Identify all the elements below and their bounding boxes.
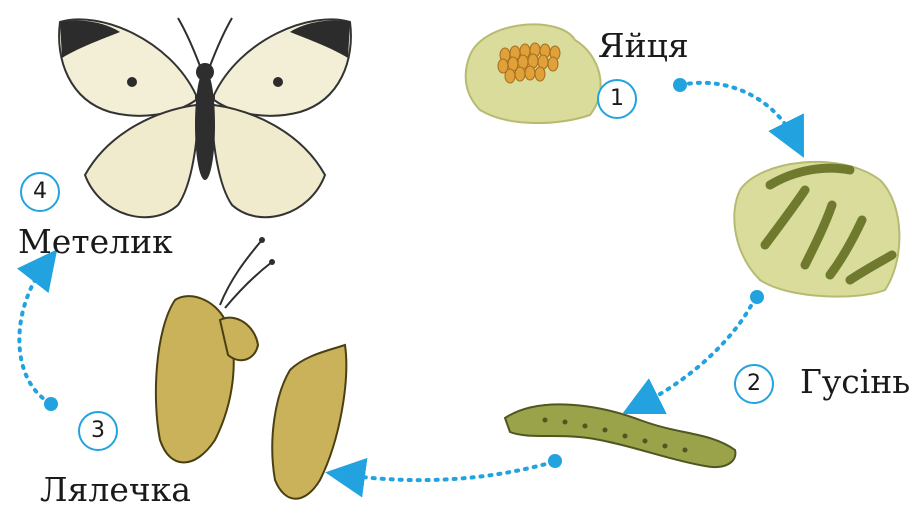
pupa-emerging-image [156,237,275,463]
stage-label-butterfly: Метелик [18,222,173,261]
stage-label-eggs: Яйця [598,26,689,65]
stage-number-3: 3 [78,411,118,451]
stage-number-1: 1 [597,79,637,119]
young-caterpillars-image [734,162,899,297]
arrow-eggs-to-caterpillar [680,83,795,140]
arrow-larva-to-pupa [345,462,553,480]
arrow-pupa-to-butterfly [19,265,50,403]
pupa-image [272,345,346,499]
eggs-image [466,24,601,123]
butterfly-image [59,18,351,217]
stage-number-2: 2 [734,364,774,404]
stage-label-pupa: Лялечка [40,470,191,509]
stage-number-4: 4 [20,172,60,212]
caterpillar-image [505,404,735,467]
stage-label-caterpillar: Гусінь [800,362,910,401]
